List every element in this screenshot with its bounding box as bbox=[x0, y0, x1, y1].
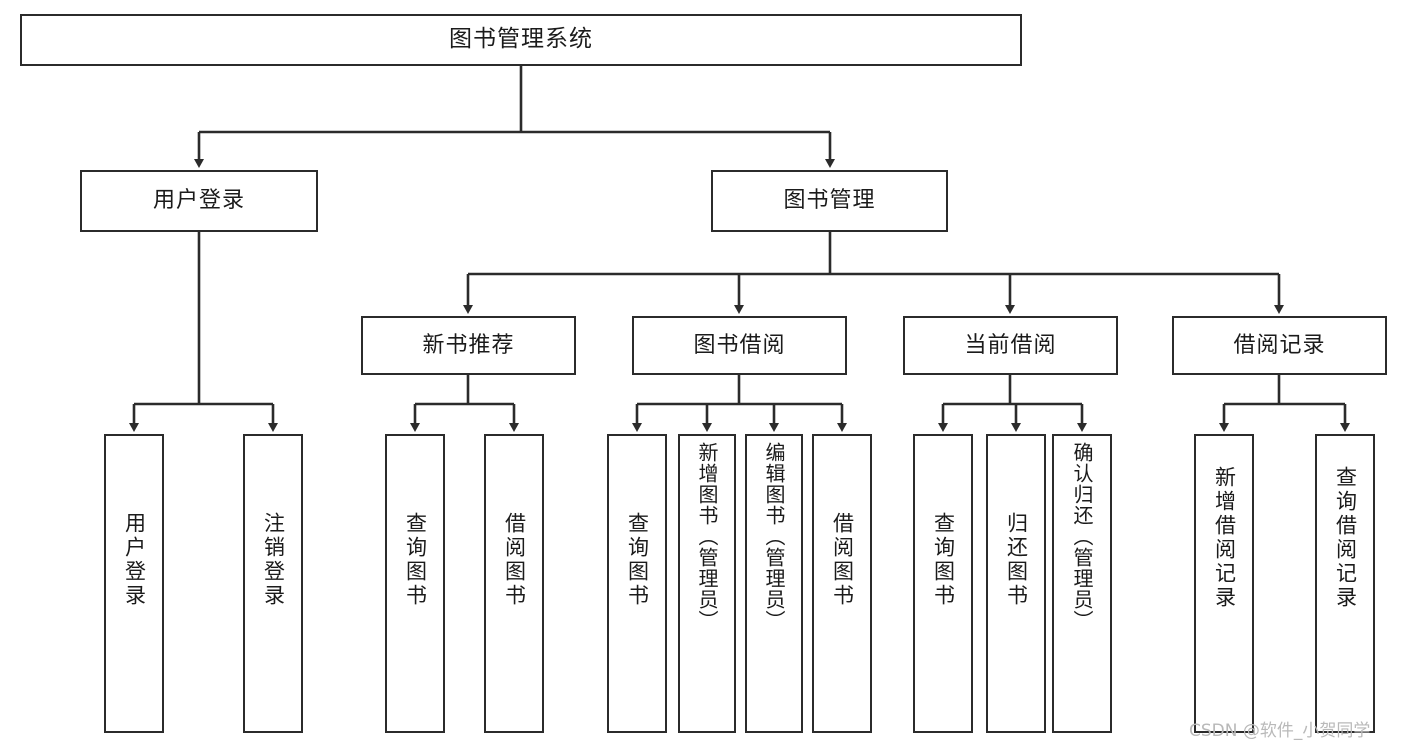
node-leaf-query-borrow-record[interactable]: 查询借阅记录 bbox=[1315, 434, 1375, 733]
node-leaf-query-book-new[interactable]: 查询图书 bbox=[385, 434, 445, 733]
node-book-management-label: 图书管理 bbox=[783, 188, 876, 214]
node-leaf-user-login-label: 用户登录 bbox=[122, 512, 147, 608]
node-leaf-add-book-admin[interactable]: 新增图书（管理员） bbox=[678, 434, 736, 733]
node-leaf-user-login[interactable]: 用户登录 bbox=[104, 434, 164, 733]
node-user-login-label: 用户登录 bbox=[152, 188, 245, 214]
node-leaf-return-book[interactable]: 归还图书 bbox=[986, 434, 1046, 733]
node-leaf-borrow-book[interactable]: 借阅图书 bbox=[812, 434, 872, 733]
node-root[interactable]: 图书管理系统 bbox=[20, 14, 1022, 66]
node-new-book-recommend-label: 新书推荐 bbox=[422, 332, 515, 358]
node-leaf-borrow-book-new-label: 借阅图书 bbox=[502, 512, 527, 608]
node-current-borrow-label: 当前借阅 bbox=[964, 332, 1057, 358]
node-book-borrow-label: 图书借阅 bbox=[693, 332, 786, 358]
node-book-borrow[interactable]: 图书借阅 bbox=[632, 316, 847, 375]
node-leaf-query-book-borrow-label: 查询图书 bbox=[625, 512, 650, 608]
node-root-label: 图书管理系统 bbox=[449, 26, 593, 53]
node-leaf-confirm-return-admin-label: 确认归还（管理员） bbox=[1070, 442, 1094, 631]
node-leaf-query-book-current-label: 查询图书 bbox=[931, 512, 956, 608]
node-current-borrow[interactable]: 当前借阅 bbox=[903, 316, 1118, 375]
node-leaf-confirm-return-admin[interactable]: 确认归还（管理员） bbox=[1052, 434, 1112, 733]
node-leaf-edit-book-admin-label: 编辑图书（管理员） bbox=[762, 442, 786, 631]
node-new-book-recommend[interactable]: 新书推荐 bbox=[361, 316, 576, 375]
node-leaf-add-book-admin-label: 新增图书（管理员） bbox=[695, 442, 719, 631]
node-user-login[interactable]: 用户登录 bbox=[80, 170, 318, 232]
node-leaf-query-borrow-record-label: 查询借阅记录 bbox=[1333, 466, 1358, 610]
node-leaf-return-book-label: 归还图书 bbox=[1004, 512, 1029, 608]
node-leaf-logout-login-label: 注销登录 bbox=[261, 512, 286, 608]
node-leaf-add-borrow-record[interactable]: 新增借阅记录 bbox=[1194, 434, 1254, 733]
node-leaf-add-borrow-record-label: 新增借阅记录 bbox=[1212, 466, 1237, 610]
node-borrow-record[interactable]: 借阅记录 bbox=[1172, 316, 1387, 375]
node-borrow-record-label: 借阅记录 bbox=[1233, 332, 1326, 358]
node-book-management[interactable]: 图书管理 bbox=[711, 170, 948, 232]
node-leaf-borrow-book-label: 借阅图书 bbox=[830, 512, 855, 608]
node-leaf-query-book-borrow[interactable]: 查询图书 bbox=[607, 434, 667, 733]
node-leaf-logout-login[interactable]: 注销登录 bbox=[243, 434, 303, 733]
node-leaf-borrow-book-new[interactable]: 借阅图书 bbox=[484, 434, 544, 733]
csdn-watermark: CSDN @软件_小贺同学 bbox=[1189, 721, 1371, 741]
node-leaf-query-book-new-label: 查询图书 bbox=[403, 512, 428, 608]
node-leaf-edit-book-admin[interactable]: 编辑图书（管理员） bbox=[745, 434, 803, 733]
node-leaf-query-book-current[interactable]: 查询图书 bbox=[913, 434, 973, 733]
